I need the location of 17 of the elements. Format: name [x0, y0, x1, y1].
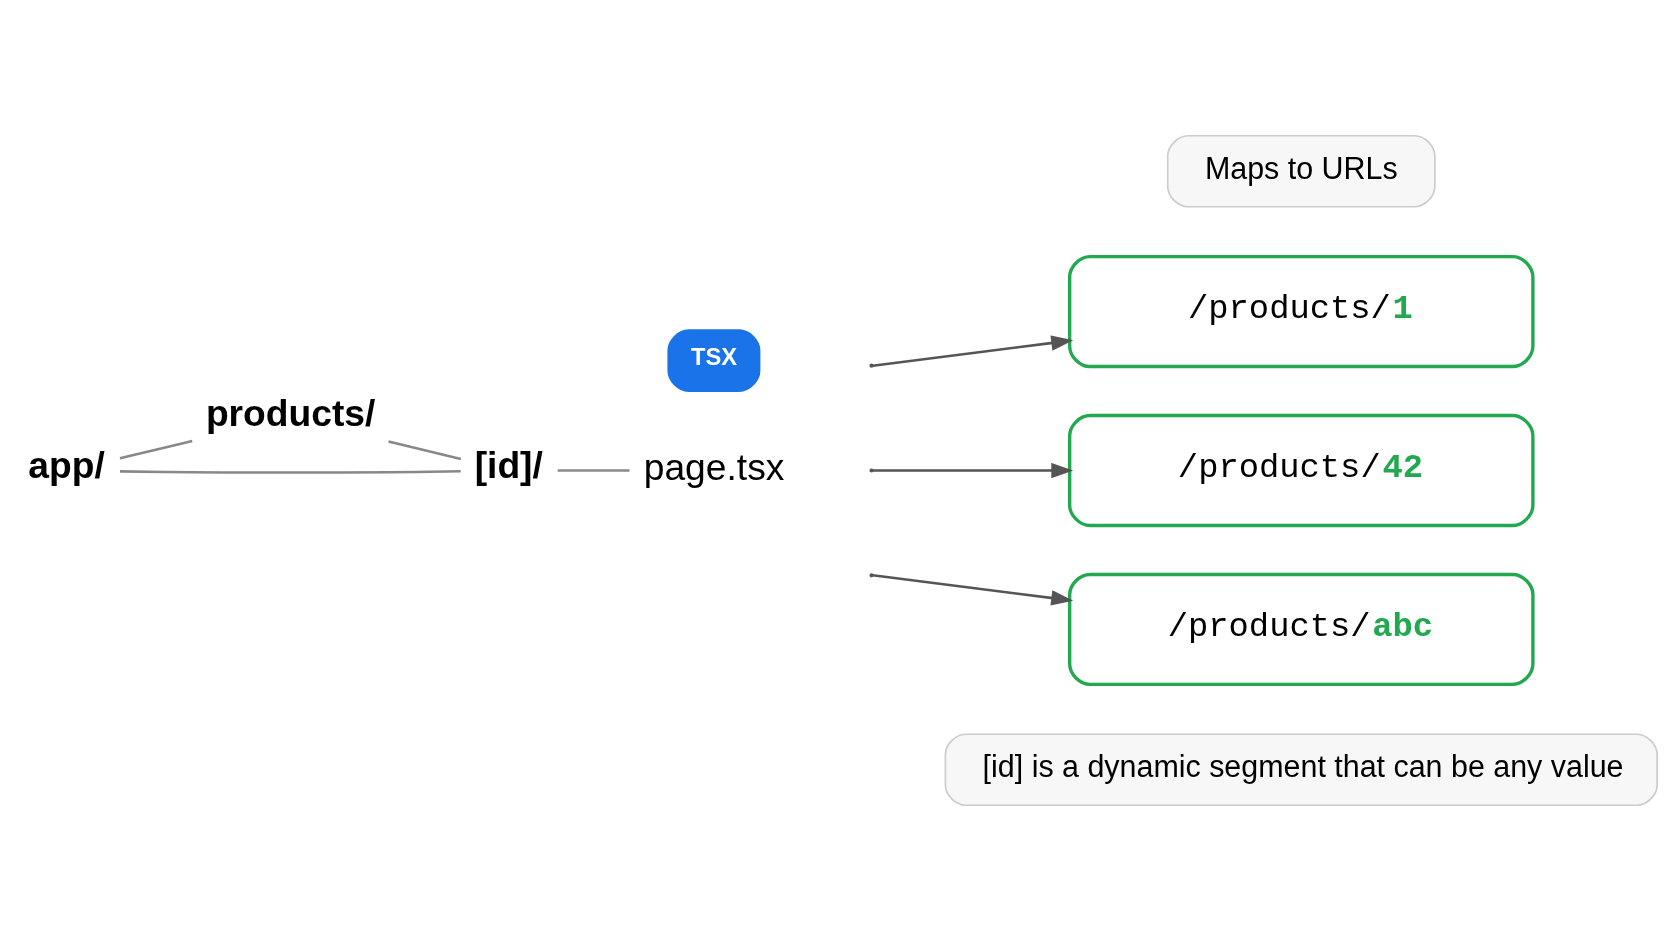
node-text: products/ [205, 391, 376, 434]
node-box: /products/abc [1068, 572, 1535, 687]
arrow [872, 574, 1074, 606]
arrow [872, 462, 1074, 479]
node-box: Maps to URLs [1166, 134, 1436, 208]
arrow [872, 335, 1074, 367]
node-text: page.tsx [643, 445, 785, 488]
node-box: /products/42 [1068, 413, 1535, 528]
node-text: [id]/ [474, 444, 543, 487]
connector [119, 470, 461, 474]
connector [557, 469, 630, 472]
node-text: app/ [28, 444, 105, 487]
node-box: /products/1 [1068, 254, 1535, 369]
label: TSX [691, 344, 738, 371]
connector [388, 440, 462, 461]
node-box: [id] is a dynamic segment that can be any value [944, 733, 1658, 807]
connector [119, 439, 193, 460]
